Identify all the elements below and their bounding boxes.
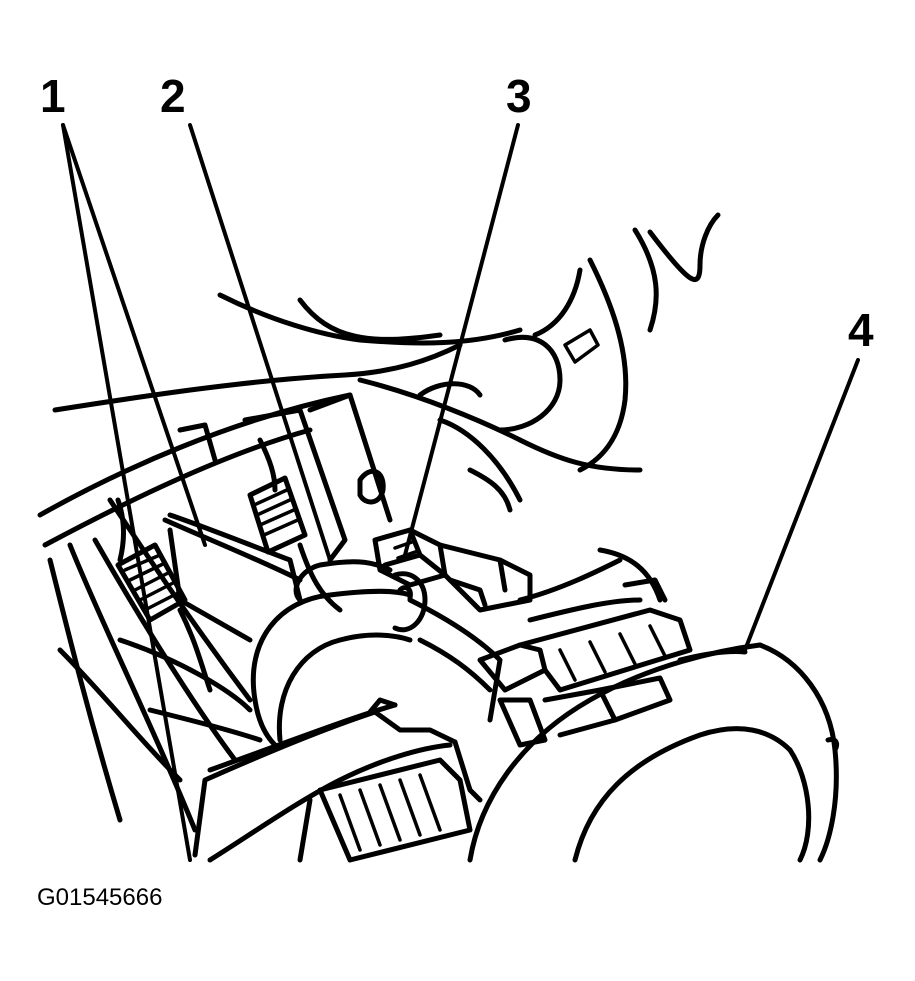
return-spring-right [247,437,343,613]
leader-2 [188,123,332,562]
leader-1b [61,123,207,547]
bulkhead-panel [37,212,721,548]
rotor-drum [467,642,840,863]
ribbed-block-lower [297,757,473,863]
figure-id: G01545666 [37,884,162,911]
lever-arm [192,697,483,863]
callout-1: 1 [40,70,66,122]
ribbed-block-right [477,577,693,748]
callout-2: 2 [160,70,186,122]
electrical-connector [372,527,533,613]
mount-ring [250,559,428,748]
shaft-body [407,547,663,723]
leader-4 [743,358,860,652]
leader-1a [61,123,192,862]
callout-4: 4 [848,304,874,356]
leader-3 [403,123,520,557]
callout-3: 3 [506,70,532,122]
leader-lines [61,123,860,862]
return-spring-left [115,497,213,693]
housing [167,392,393,603]
